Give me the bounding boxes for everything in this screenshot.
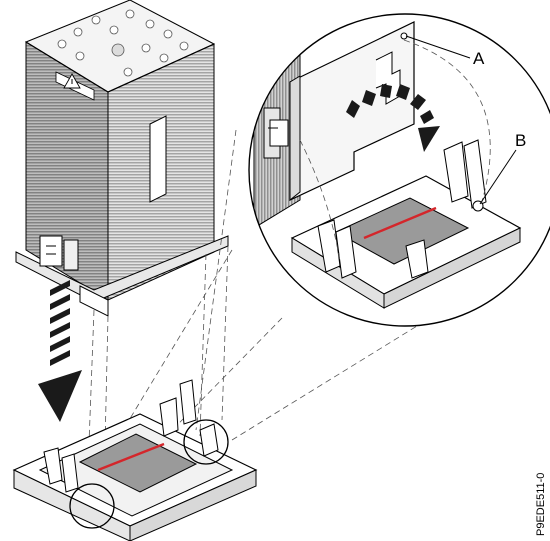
processor-socket — [12, 379, 258, 541]
callout-b: B — [479, 131, 526, 205]
install-direction-arrow-icon — [38, 280, 82, 422]
heatsink-fin-slot — [149, 115, 167, 203]
hazard-warning-label-icon — [55, 71, 95, 101]
heatsink-latch — [39, 235, 79, 271]
callout-a: A — [405, 35, 485, 68]
detail-socket-guide-posts — [317, 139, 487, 279]
detail-callout-circle-back — [183, 419, 229, 465]
detail-processor-stripe — [363, 206, 437, 240]
processor-alignment-stripe — [97, 442, 165, 472]
heatsink — [15, 0, 229, 317]
detail-callout-circle-front — [69, 483, 115, 529]
processor-chip — [78, 433, 198, 493]
rotate-direction-arrow-icon — [346, 84, 440, 152]
figure-id: P9EDE511-0 — [535, 473, 547, 536]
socket-guide-posts — [43, 379, 219, 493]
detail-bracket-latch — [263, 107, 289, 159]
callout-label-a: A — [473, 49, 485, 68]
magnified-detail-view — [248, 13, 550, 327]
heatsink-screws — [57, 9, 189, 77]
callout-label-b: B — [515, 131, 526, 150]
detail-processor-chip — [334, 197, 470, 265]
